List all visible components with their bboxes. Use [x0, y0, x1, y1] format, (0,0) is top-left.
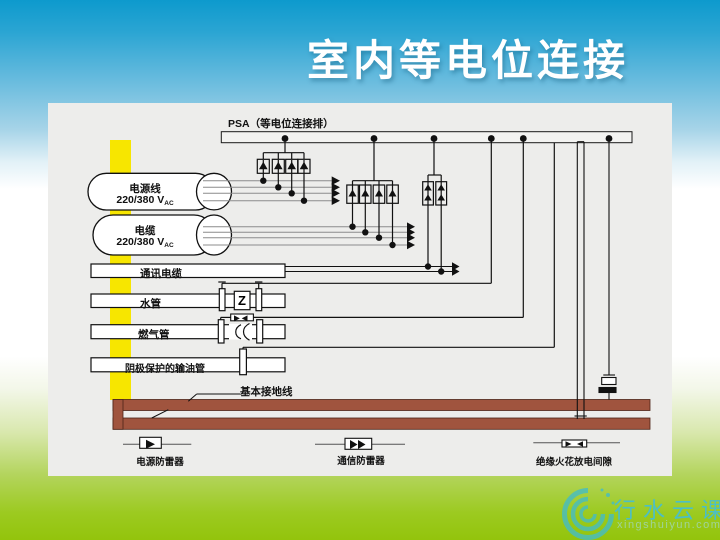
watermark-domain: xingshuiyun.com [617, 519, 720, 531]
water-pipe-label: 水管 [140, 297, 161, 310]
gas-pipe-bar [90, 324, 286, 340]
telecom-wire-arrows [452, 262, 460, 276]
spark-gap-column [598, 139, 617, 400]
spd-group-power-triangles [259, 161, 309, 204]
spd-group-cable-triangles [348, 189, 397, 249]
oil-pipe-label: 阴极保护的输油管 [125, 363, 205, 375]
water-pipe-device-label: Z [238, 293, 246, 308]
diagram-panel: PSA（等电位连接排） 电源线 220/380 VAC 电缆 220/380 V… [48, 103, 672, 476]
legend-label-spark-gap: 绝缘火花放电间隙 [535, 457, 612, 468]
cable-wires [203, 226, 407, 246]
power-line-voltage: 220/380 VAC [116, 194, 174, 207]
slide-title: 室内等电位连接 [307, 37, 630, 84]
gas-pipe-fittings [217, 139, 524, 344]
legend-label-telecom-arrester: 通信防雷器 [337, 456, 385, 467]
power-line-label: 电源线 [129, 183, 161, 195]
gas-pipe-label: 燃气管 [138, 329, 170, 341]
spd-group-power [256, 139, 311, 201]
telecom-wires [264, 266, 452, 272]
legend-label-power-arrester: 电源防雷器 [136, 457, 184, 468]
cable-wire-arrows [407, 222, 415, 250]
telecom-cable-bar [90, 263, 286, 279]
equipotential-bus-bar [220, 131, 633, 144]
telecom-cable-label: 通讯电缆 [140, 267, 182, 280]
oil-pipe-fittings [239, 142, 555, 376]
bus-connection-dots [281, 135, 613, 142]
water-pipe-fittings [218, 139, 492, 312]
psa-label: PSA（等电位连接排） [228, 118, 334, 130]
down-conductor-bar [574, 141, 587, 419]
spd-group-telecom-triangles [424, 184, 445, 275]
oil-pipe-bar [90, 357, 286, 373]
cable-label: 电缆 [134, 225, 156, 237]
ground-line-label: 基本接地线 [240, 385, 293, 398]
watermark-wave-logo-icon [562, 488, 615, 540]
legend-symbols [123, 436, 620, 450]
ground-bars [112, 393, 651, 430]
spark-gap-box [230, 313, 254, 322]
watermark-brand: 行水云课 [614, 498, 720, 523]
power-line-wire-arrows [331, 176, 340, 205]
spd-group-telecom [422, 139, 448, 272]
cable-voltage: 220/380 VAC [116, 236, 174, 249]
power-line-wires [203, 180, 332, 202]
diagram-graphics [87, 131, 651, 450]
